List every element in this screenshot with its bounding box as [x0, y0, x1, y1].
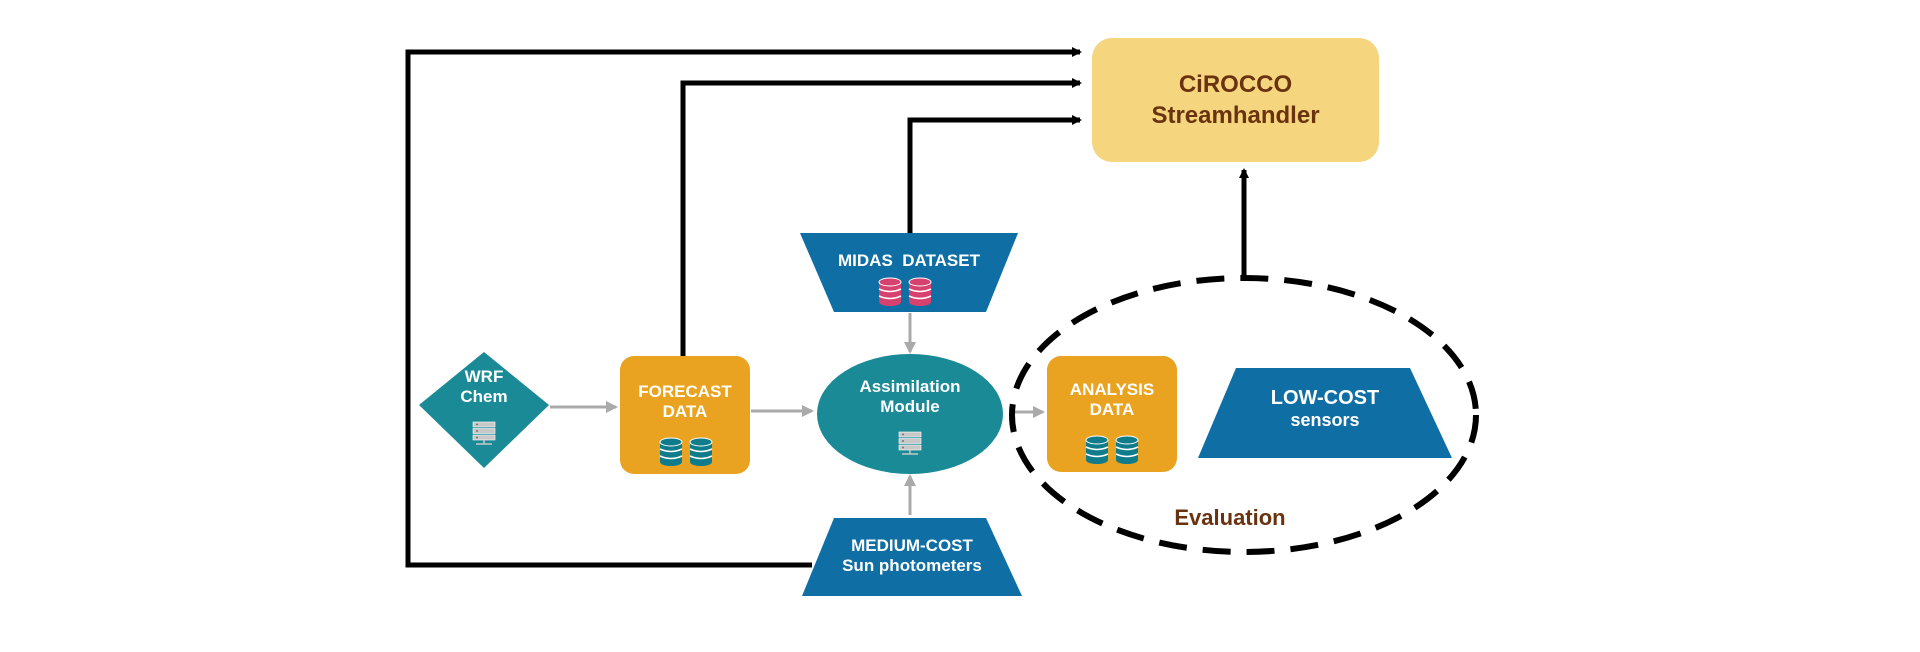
low-cost-sensors-trapezoid: [1198, 368, 1452, 458]
low-cost-line2: sensors: [1290, 410, 1360, 431]
midas-dataset-label: MIDAS DATASET: [800, 248, 1018, 274]
database-icon: [1085, 435, 1109, 465]
midas-dataset-text: MIDAS DATASET: [838, 250, 980, 270]
cirocco-title-line2: Streamhandler: [1151, 102, 1320, 129]
database-icon: [659, 437, 683, 467]
midas-dataset-trapezoid: [800, 233, 1018, 312]
assimilation-module-label: Assimilation Module: [820, 372, 1000, 422]
forecast-data-box: [620, 356, 750, 474]
evaluation-label: Evaluation: [1140, 502, 1320, 534]
medium-cost-line2: Sun photometers: [842, 556, 982, 575]
analysis-data-line2: DATA: [1089, 400, 1135, 419]
low-cost-line1: LOW-COST: [1270, 387, 1380, 410]
wrf-chem-diamond: [419, 352, 549, 468]
medium-cost-trapezoid: [802, 518, 1022, 596]
arrow-medium-cost-to-cirocco: [405, 47, 1082, 568]
arrow-midas-to-cirocco: [907, 115, 1082, 233]
database-icon: [1115, 435, 1139, 465]
analysis-data-label: ANALYSIS DATA: [1047, 376, 1177, 424]
evaluation-text: Evaluation: [1174, 504, 1286, 530]
low-cost-sensors-label: LOW-COST sensors: [1210, 380, 1440, 438]
database-icon: [878, 277, 902, 307]
cirocco-title-line1: CiROCCO: [1178, 70, 1293, 98]
wrf-chem-line2: Chem: [460, 387, 508, 406]
arrow-forecast-to-cirocco: [680, 78, 1082, 356]
database-icon: [689, 437, 713, 467]
medium-cost-line1: MEDIUM-COST: [851, 535, 973, 555]
database-icon: [908, 277, 932, 307]
forecast-data-line2: DATA: [662, 402, 708, 421]
wrf-chem-label: WRF Chem: [444, 364, 524, 410]
analysis-data-box: [1047, 356, 1177, 472]
wrf-chem-line1: WRF: [464, 366, 504, 386]
evaluation-dashed-ellipse: [1009, 275, 1479, 555]
forecast-data-label: FORECAST DATA: [620, 378, 750, 426]
assimilation-module-ellipse: [817, 354, 1003, 474]
assimilation-line2: Module: [880, 397, 940, 416]
cirocco-title: CiROCCO Streamhandler: [1092, 38, 1379, 162]
cirocco-streamhandler-box: [1092, 38, 1379, 162]
analysis-data-line1: ANALYSIS: [1069, 379, 1155, 399]
medium-cost-label: MEDIUM-COST Sun photometers: [802, 530, 1022, 582]
forecast-data-line1: FORECAST: [638, 381, 732, 401]
assimilation-line1: Assimilation: [859, 376, 961, 396]
